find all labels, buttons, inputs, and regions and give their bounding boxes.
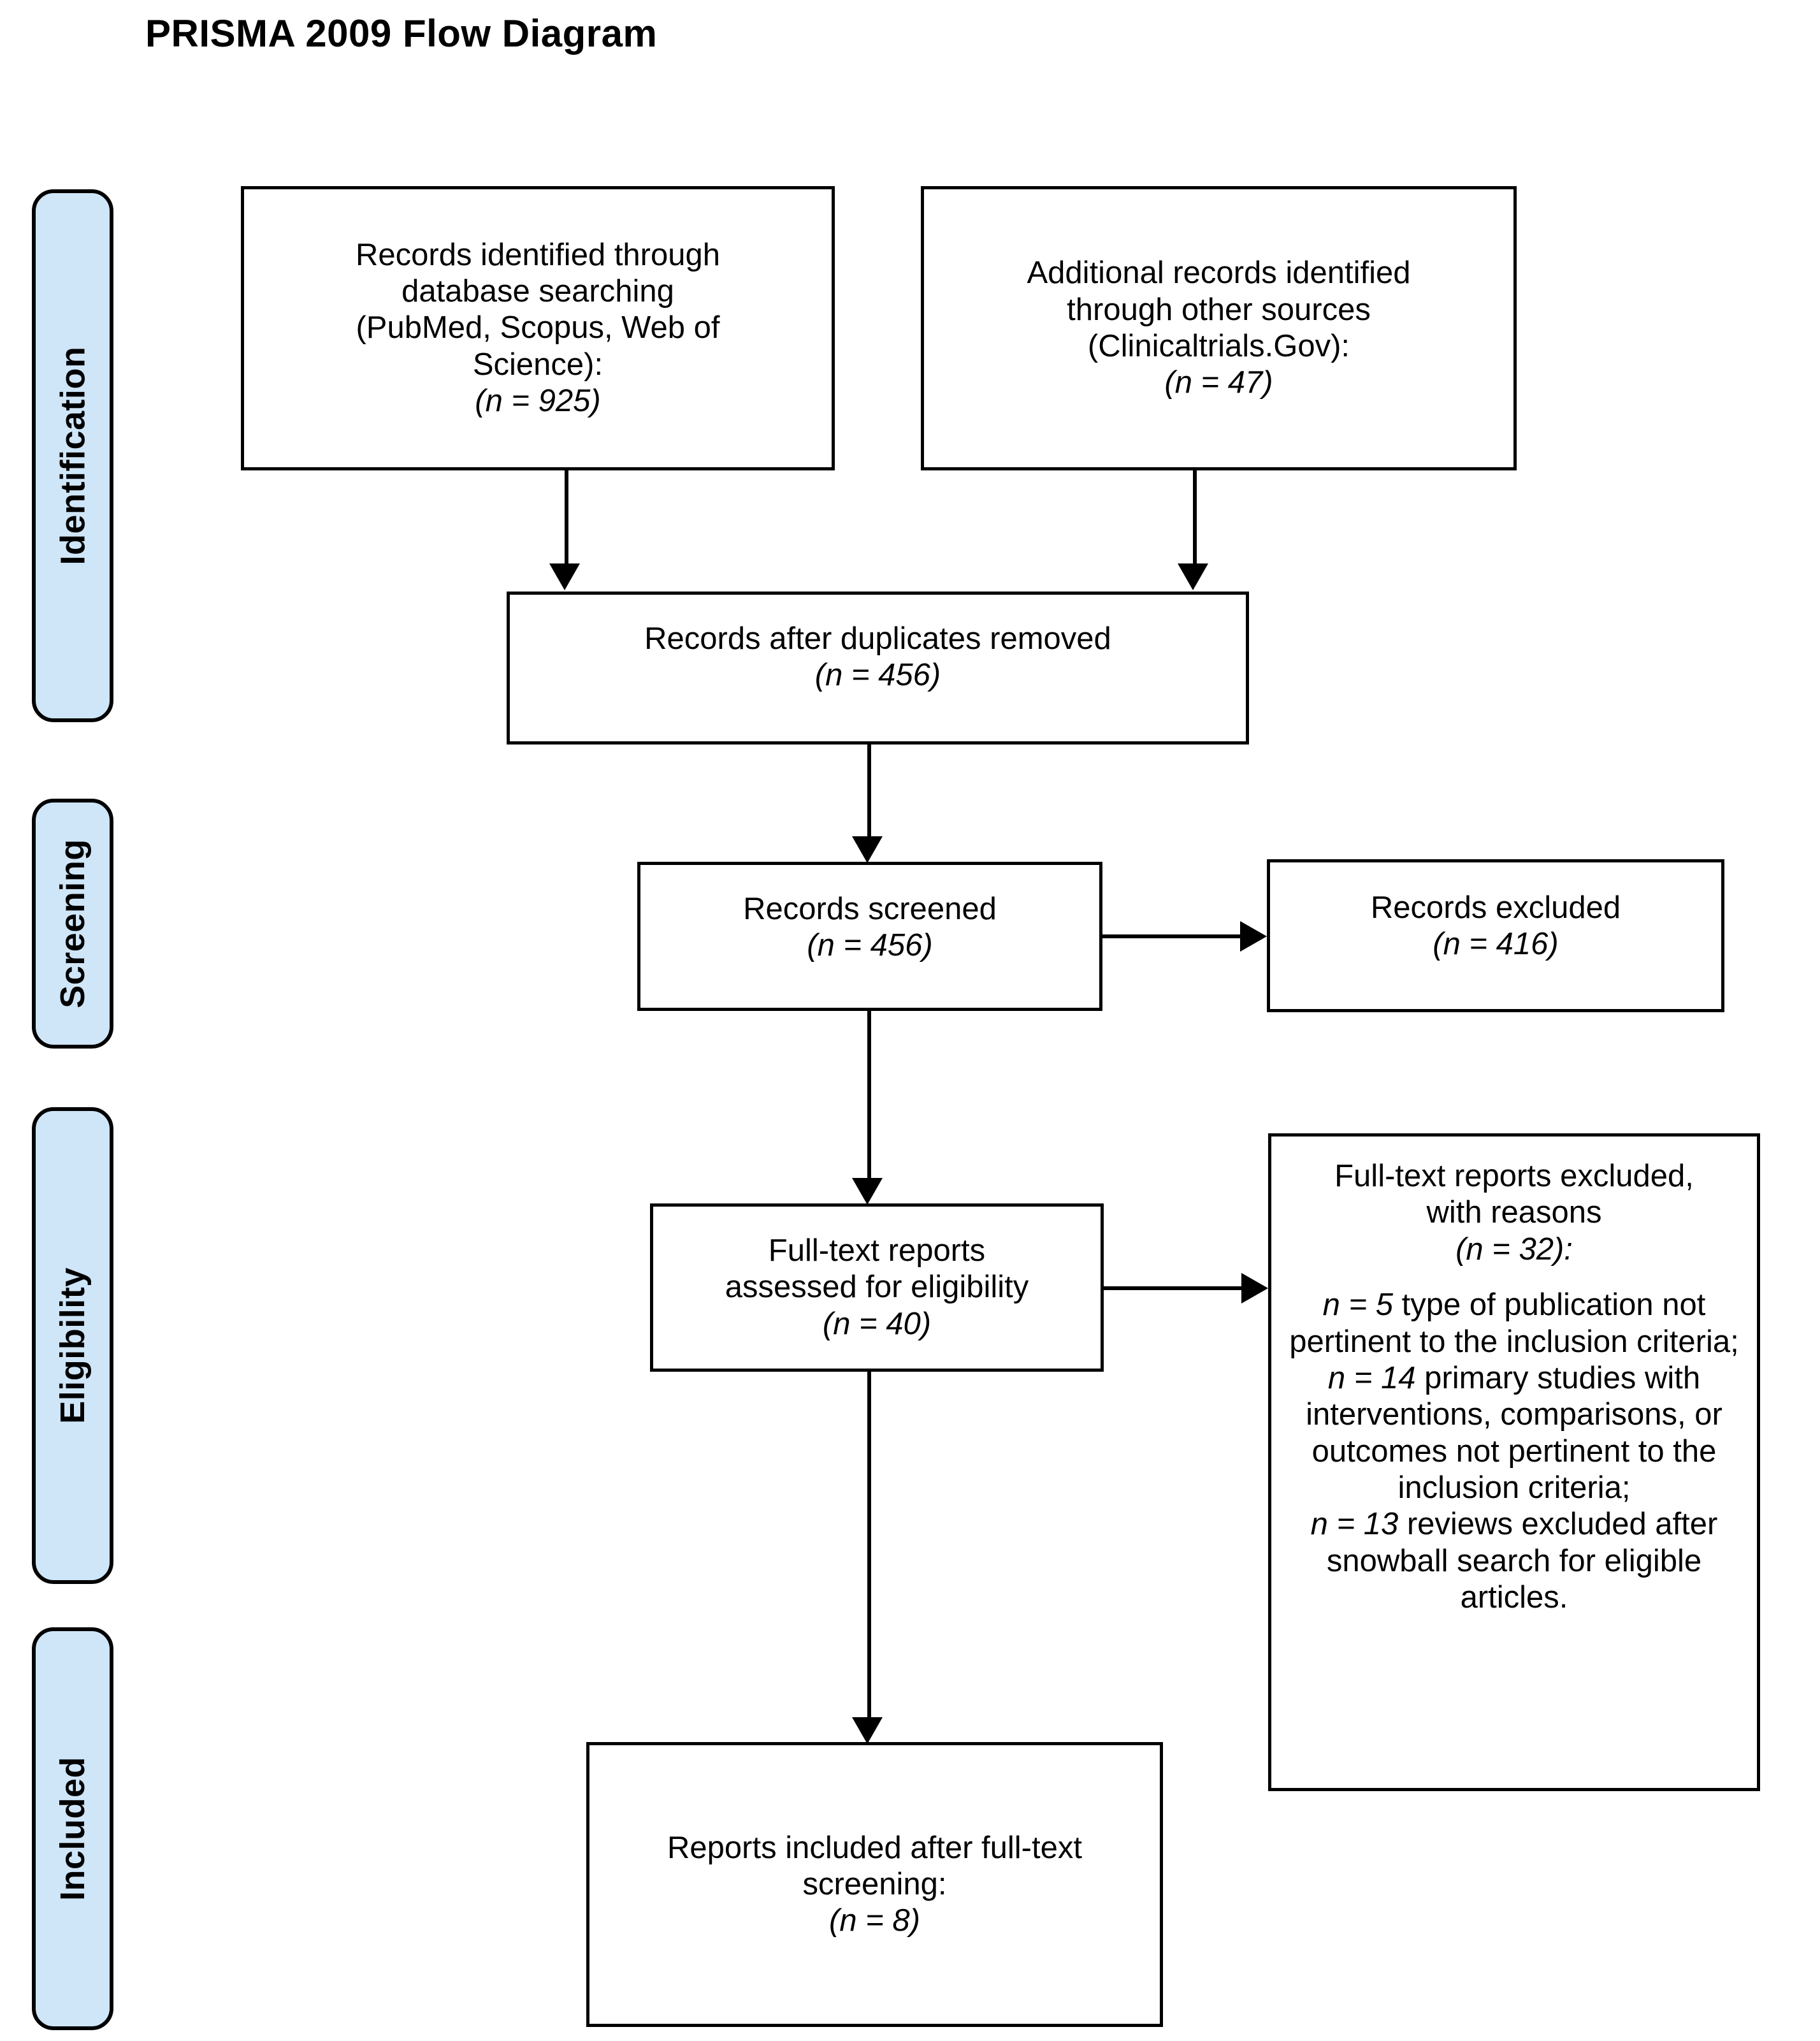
arrow-down-icon (852, 836, 883, 863)
box-records-excluded-text: Records excluded (n = 416) (1362, 890, 1629, 963)
arrow-down-icon (549, 563, 580, 590)
stage-tab-screening[interactable]: Screening (32, 799, 113, 1049)
line: (Clinicaltrials.Gov): (1087, 329, 1350, 363)
line: assessed for eligibility (725, 1270, 1029, 1305)
exclusion-reason-text: primary studies with interventions, comp… (1306, 1361, 1722, 1505)
line: (PubMed, Scopus, Web of (356, 310, 720, 345)
line: Reports included after full-text (667, 1830, 1082, 1865)
stage-tab-eligibility-label: Eligibility (54, 1267, 92, 1424)
connector-fulltext-to-excluded (1104, 1286, 1241, 1290)
box-database-search-count: (n = 925) (475, 383, 601, 418)
exclusion-reason-text: reviews excluded after snowball search f… (1326, 1507, 1718, 1615)
box-database-search[interactable]: Records identified through database sear… (241, 186, 835, 470)
stage-tab-eligibility[interactable]: Eligibility (32, 1107, 113, 1584)
exclusion-reason: n = 5 type of publication not pertinent … (1289, 1288, 1738, 1358)
connector-database-to-dedup (565, 470, 568, 563)
connector-screened-to-fulltext (867, 1011, 871, 1178)
stage-tab-identification[interactable]: Identification (32, 189, 113, 722)
arrow-right-icon (1240, 921, 1267, 952)
exclusion-reason: n = 14 primary studies with intervention… (1306, 1361, 1722, 1505)
connector-dedup-to-screened (867, 744, 871, 836)
connector-othersources-to-dedup (1193, 470, 1197, 563)
box-fulltext-assessed-count: (n = 40) (822, 1306, 932, 1341)
arrow-right-icon (1241, 1273, 1268, 1304)
line: Records identified through (355, 237, 721, 272)
line: database searching (401, 274, 674, 309)
box-duplicates-removed-count: (n = 456) (814, 658, 941, 692)
box-records-excluded[interactable]: Records excluded (n = 416) (1267, 859, 1724, 1012)
exclusion-reason-prefix: n = 14 (1327, 1361, 1416, 1396)
box-other-sources[interactable]: Additional records identified through ot… (921, 186, 1517, 470)
stage-tab-included-label: Included (54, 1756, 92, 1901)
box-duplicates-removed[interactable]: Records after duplicates removed (n = 45… (507, 592, 1249, 744)
line: with reasons (1426, 1195, 1602, 1230)
box-fulltext-assessed-text: Full-text reports assessed for eligibili… (716, 1233, 1038, 1342)
stage-tab-screening-label: Screening (54, 839, 92, 1008)
spacer (1280, 1268, 1748, 1287)
line: Additional records identified (1027, 256, 1411, 291)
line: screening: (802, 1866, 947, 1901)
line: Records screened (743, 891, 997, 926)
line: Full-text reports excluded, (1334, 1159, 1694, 1193)
box-records-excluded-count: (n = 416) (1433, 927, 1559, 961)
stage-tab-included[interactable]: Included (32, 1627, 113, 2030)
page-title: PRISMA 2009 Flow Diagram (145, 12, 658, 55)
line: through other sources (1067, 292, 1371, 327)
box-fulltext-excluded-count: (n = 32): (1455, 1231, 1573, 1267)
arrow-down-icon (852, 1717, 883, 1744)
arrow-down-icon (1178, 563, 1208, 590)
box-fulltext-excluded-text: Full-text reports excluded, with reasons… (1271, 1137, 1757, 1616)
line: Records after duplicates removed (644, 621, 1111, 656)
box-duplicates-removed-text: Records after duplicates removed (n = 45… (635, 621, 1120, 694)
box-database-search-text: Records identified through database sear… (347, 237, 729, 420)
box-reports-included-count: (n = 8) (829, 1903, 920, 1938)
box-other-sources-count: (n = 47) (1164, 365, 1273, 400)
exclusion-reason-prefix: n = 13 (1310, 1507, 1399, 1542)
box-fulltext-assessed[interactable]: Full-text reports assessed for eligibili… (650, 1203, 1104, 1372)
arrow-down-icon (852, 1178, 883, 1205)
box-records-screened[interactable]: Records screened (n = 456) (637, 862, 1102, 1011)
box-reports-included[interactable]: Reports included after full-text screeni… (586, 1742, 1163, 2027)
box-other-sources-text: Additional records identified through ot… (1018, 255, 1420, 401)
line: Full-text reports (768, 1233, 986, 1268)
exclusion-reason-text: type of publication not pertinent to the… (1289, 1288, 1739, 1359)
line: Records excluded (1370, 890, 1621, 925)
stage-tab-identification-label: Identification (54, 346, 92, 565)
box-fulltext-excluded[interactable]: Full-text reports excluded, with reasons… (1268, 1133, 1760, 1791)
exclusion-reason: n = 13 reviews excluded after snowball s… (1311, 1507, 1718, 1615)
box-reports-included-text: Reports included after full-text screeni… (658, 1830, 1091, 1940)
box-records-screened-count: (n = 456) (807, 928, 933, 962)
line: Science): (472, 347, 603, 382)
connector-fulltext-to-included (867, 1372, 871, 1717)
box-records-screened-text: Records screened (n = 456) (734, 891, 1006, 964)
connector-screened-to-excluded (1102, 934, 1240, 938)
exclusion-reason-prefix: n = 5 (1322, 1288, 1393, 1323)
